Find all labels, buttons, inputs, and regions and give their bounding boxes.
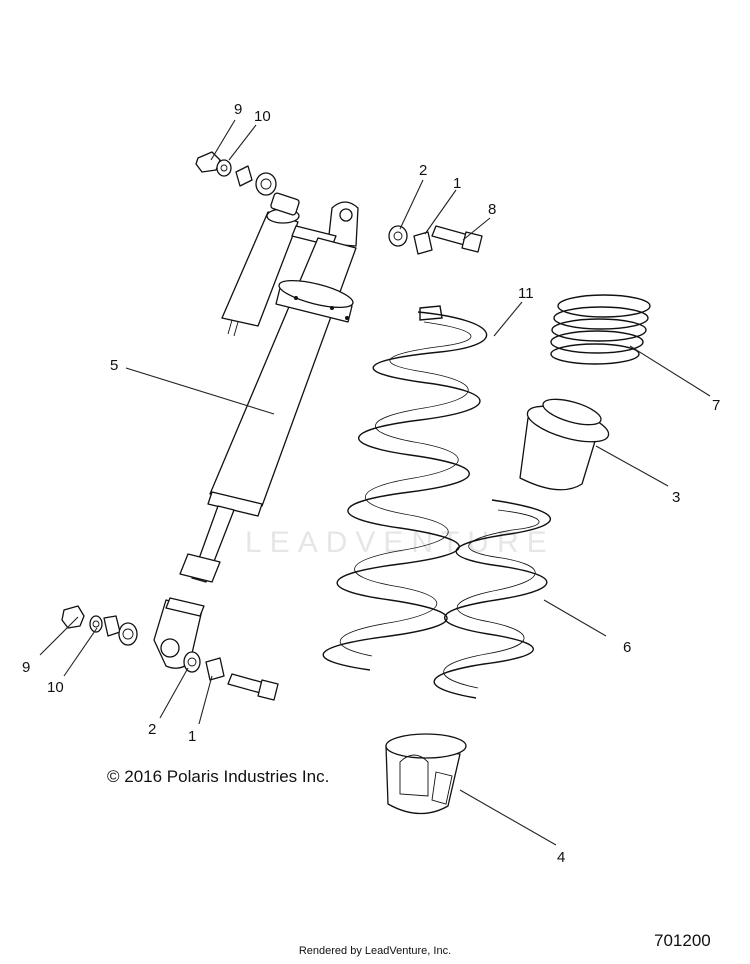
diagram-number: 701200 — [654, 931, 711, 950]
callout-2-top: 2 — [419, 162, 427, 179]
callout-6: 6 — [623, 639, 631, 656]
spring-seat — [519, 398, 610, 491]
callout-8: 8 — [488, 201, 496, 218]
lower-shock-fasteners — [61, 605, 279, 701]
spring-perch — [385, 733, 467, 815]
upper-mount-hardware — [388, 225, 483, 255]
watermark: LEADVENTURE — [245, 526, 555, 559]
callout-10-top: 10 — [254, 108, 271, 125]
small-spring — [433, 499, 552, 699]
top-shock-fasteners — [195, 151, 277, 196]
copyright-notice: © 2016 Polaris Industries Inc. — [107, 767, 330, 786]
shock-absorber — [153, 192, 359, 669]
large-spring — [322, 305, 488, 671]
callout-9-bottom: 9 — [22, 659, 30, 676]
leader-lines — [39, 119, 711, 846]
callout-5: 5 — [110, 357, 118, 374]
callout-9-top: 9 — [234, 101, 242, 118]
callout-1-top: 1 — [453, 175, 461, 192]
callout-numbers: 9 10 2 1 8 11 5 7 3 6 9 10 2 1 4 — [22, 101, 720, 866]
rendered-by-footer: Rendered by LeadVenture, Inc. — [298, 945, 452, 957]
callout-2-bottom: 2 — [148, 721, 156, 738]
callout-3: 3 — [672, 489, 680, 506]
callout-7: 7 — [712, 397, 720, 414]
callout-11: 11 — [518, 285, 534, 302]
callout-10-bottom: 10 — [47, 679, 64, 696]
callout-1-bottom: 1 — [188, 728, 196, 745]
spring-coil-stack — [550, 294, 651, 365]
callout-4: 4 — [557, 849, 565, 866]
